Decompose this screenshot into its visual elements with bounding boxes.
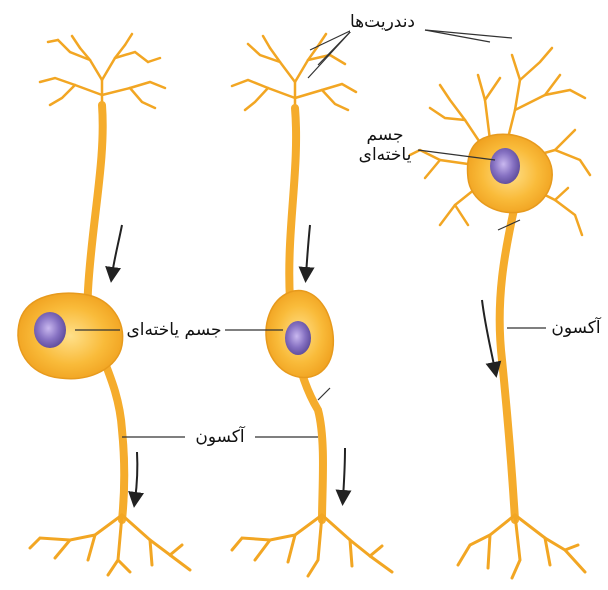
cell-body-label-line2: یاخته‌ای <box>355 145 415 165</box>
middle-cell-body <box>266 291 333 378</box>
left-cell-body <box>18 293 123 378</box>
right-process <box>500 205 515 520</box>
right-nucleus <box>490 148 520 184</box>
flow-direction-arrow-icon <box>112 225 122 275</box>
middle-terminals <box>232 515 392 576</box>
cell-body-label-multipolar: جسم یاخته‌ای <box>355 125 415 165</box>
axon-label-center: آکسون <box>188 427 252 447</box>
cell-body-label-center: جسم یاخته‌ای <box>124 320 224 340</box>
left-dendrites <box>40 34 165 108</box>
cell-body-label-line1: جسم <box>355 125 415 145</box>
flow-direction-arrow-icon <box>306 225 310 275</box>
right-neuron <box>410 48 590 578</box>
dendrites-label: دندریت‌ها <box>350 12 415 32</box>
left-nucleus <box>34 312 66 348</box>
right-cell-body <box>468 134 553 212</box>
axon-label-right: آکسون <box>548 318 604 338</box>
flow-direction-arrow-icon <box>482 300 495 370</box>
flow-direction-arrow-icon <box>135 452 137 500</box>
flow-direction-arrow-icon <box>343 448 345 498</box>
right-terminals <box>458 515 585 578</box>
middle-nucleus <box>285 321 311 355</box>
left-terminals <box>30 515 190 575</box>
